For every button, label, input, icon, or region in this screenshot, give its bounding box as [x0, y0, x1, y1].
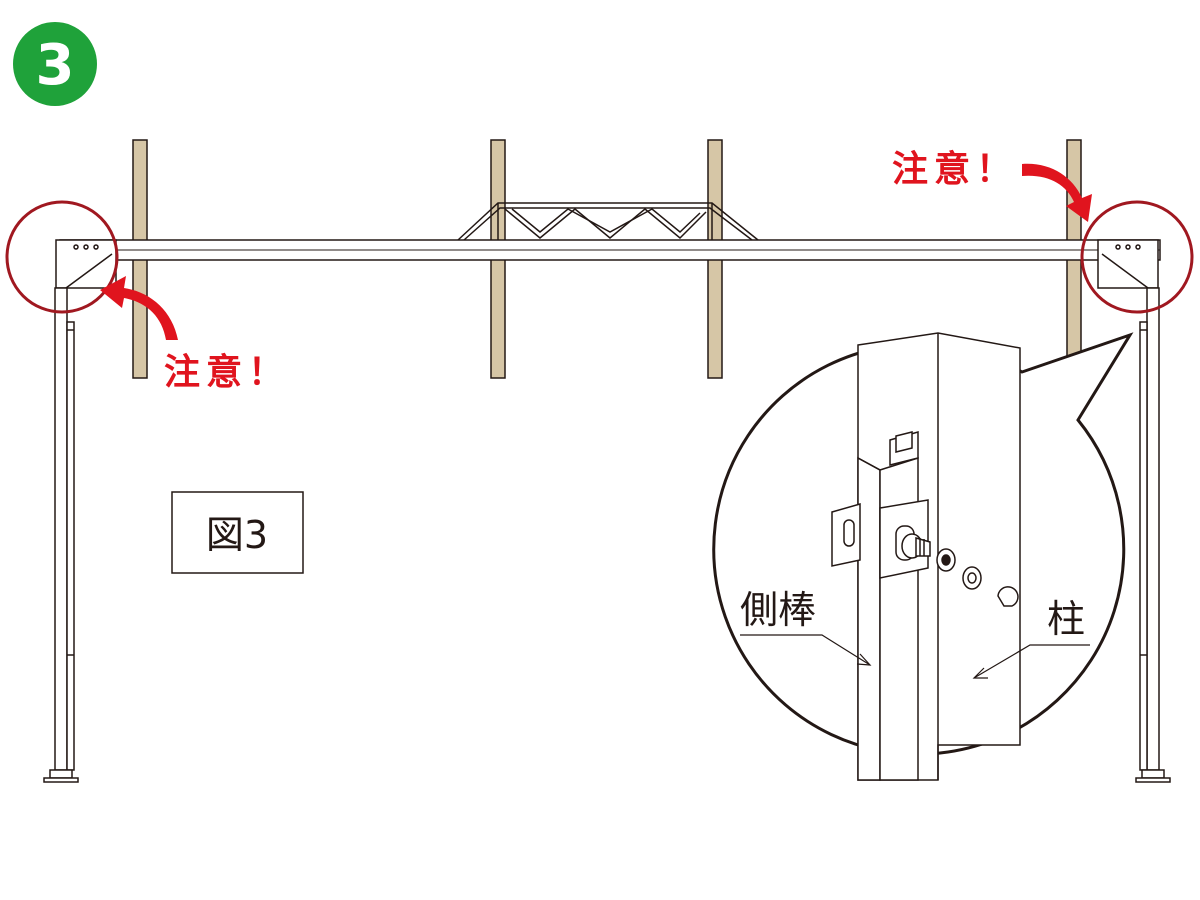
attention-circle-right [1080, 200, 1194, 314]
frame [43, 202, 1171, 783]
detail-callout: 側棒 柱 [712, 332, 1134, 781]
attention-arrow-left [100, 276, 178, 340]
right-leg [1097, 239, 1171, 783]
label-side-bar: 側棒 [740, 588, 816, 632]
detail-leaders [740, 634, 1090, 679]
detail-washers [936, 548, 1019, 607]
label-post: 柱 [1047, 597, 1085, 641]
leader-side-bar [740, 634, 871, 666]
step-badge: 3 [13, 22, 97, 106]
warning-label-right: 注意！ [892, 149, 1018, 190]
figure-label: 図3 [206, 513, 268, 557]
detail-bolt [901, 533, 931, 559]
step-number: 3 [36, 33, 75, 98]
attention-circle-left [5, 200, 119, 314]
attention-arrows [100, 163, 1092, 340]
detail-side-bar [857, 431, 919, 781]
attention-arrow-right [1022, 163, 1092, 222]
left-leg [43, 239, 117, 783]
figure-label-box: 図3 [171, 491, 304, 574]
warning-label-left: 注意！ [164, 352, 290, 393]
truss [457, 202, 759, 241]
attention-circles [5, 200, 1194, 314]
leader-post [973, 644, 1090, 679]
